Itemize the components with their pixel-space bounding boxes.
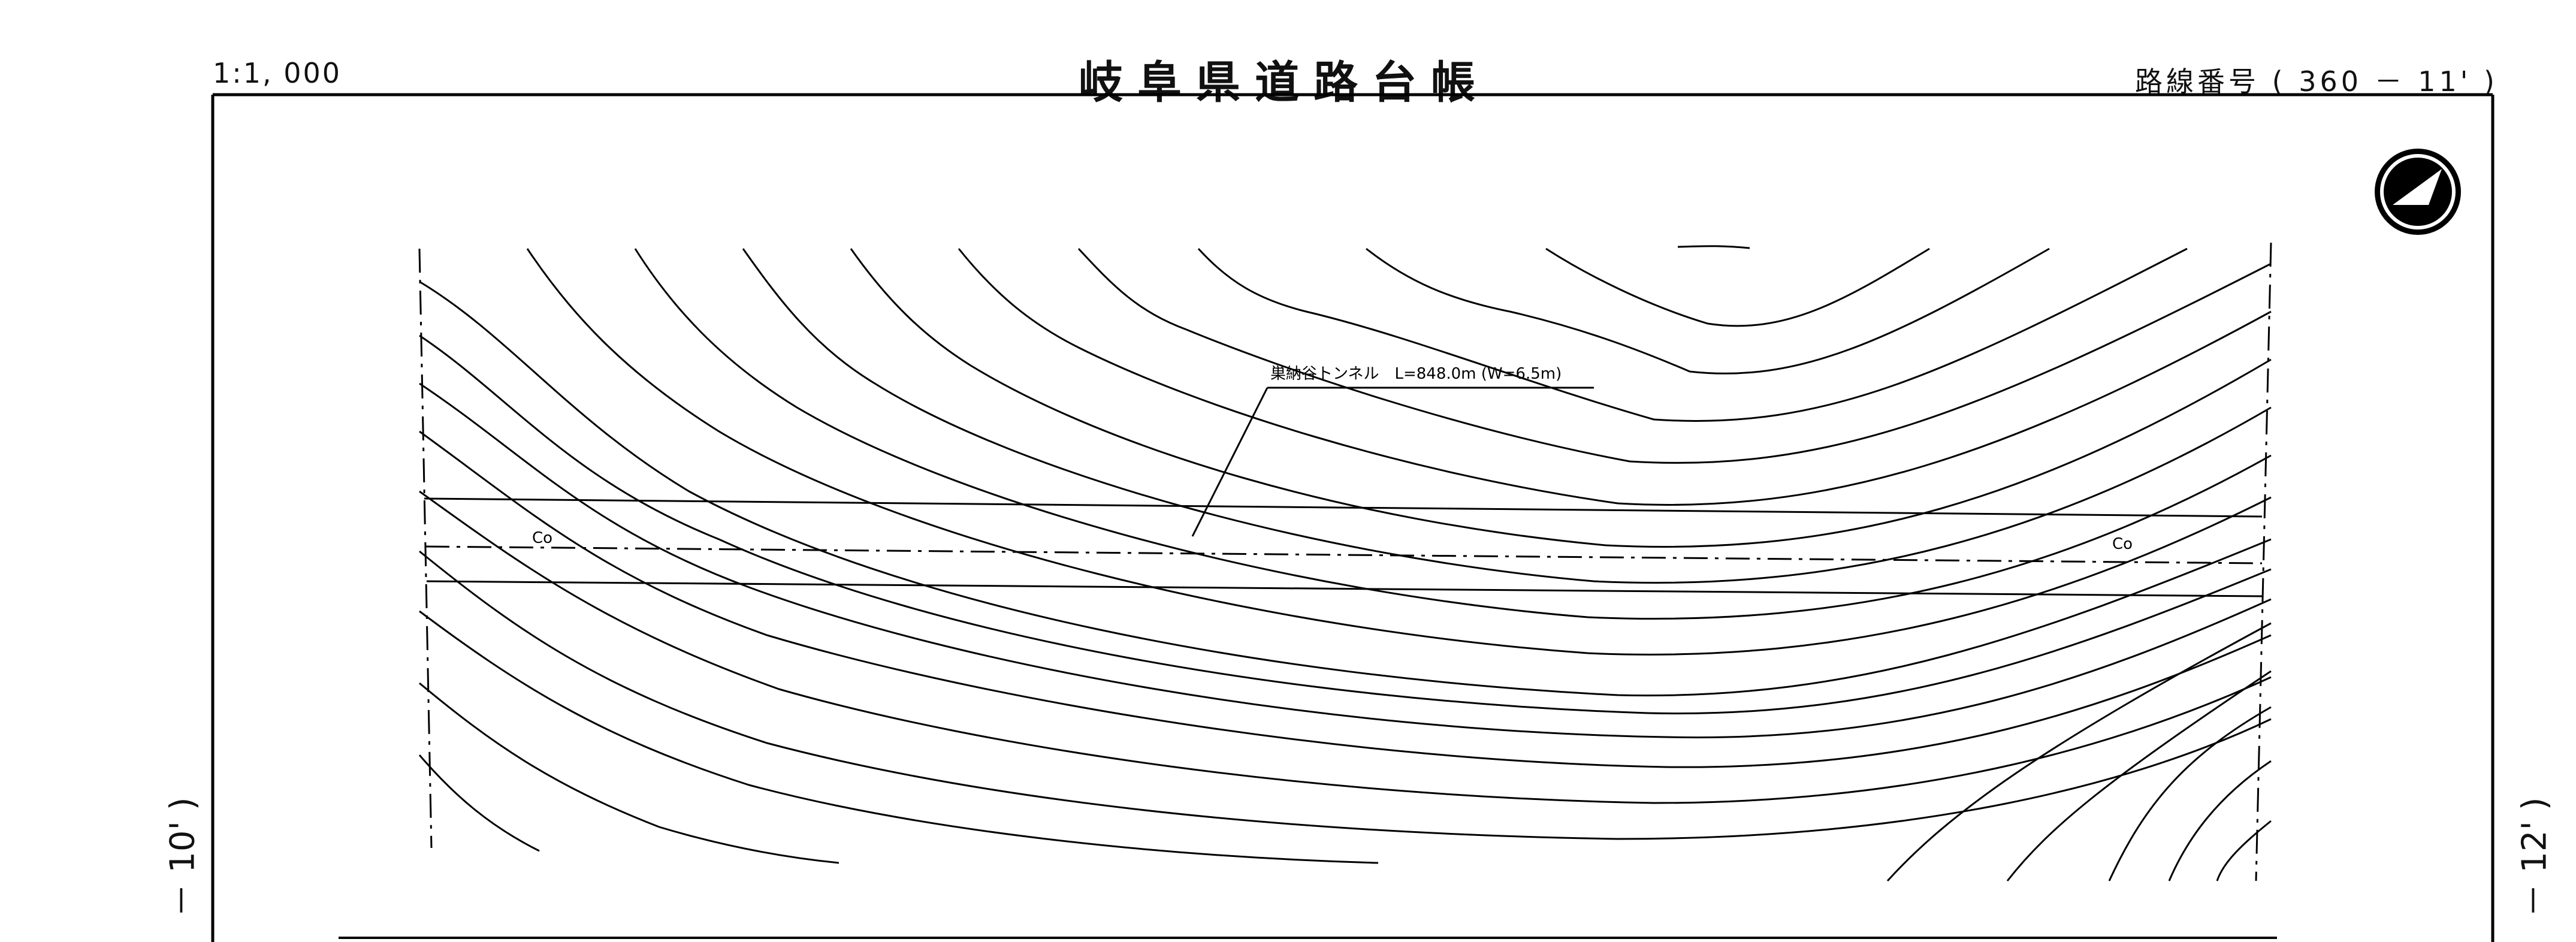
road-alignment (424, 497, 2263, 597)
contour-lines (418, 245, 2272, 882)
tunnel-annotation: 巣納谷トンネル L=848.0m (W=6.5m) (1191, 365, 1594, 537)
map-title: 岐阜県道路台帳 (1079, 57, 1490, 108)
scale-label: 1:1, 000 (213, 57, 342, 89)
route-number-label: 路線番号 ( 360 － 11' ) (2135, 65, 2498, 98)
contour-marker-right: Co (2112, 535, 2133, 553)
north-arrow-icon (2375, 149, 2461, 235)
road-edge-south (426, 580, 2263, 597)
tunnel-label: 巣納谷トンネル L=848.0m (W=6.5m) (1270, 365, 1562, 383)
map-extent-lines (418, 242, 2272, 881)
road-edge-north (424, 497, 2263, 518)
road-centerline (425, 545, 2263, 564)
contour-marker-left: Co (532, 529, 552, 547)
sheet-frame (211, 93, 2495, 942)
